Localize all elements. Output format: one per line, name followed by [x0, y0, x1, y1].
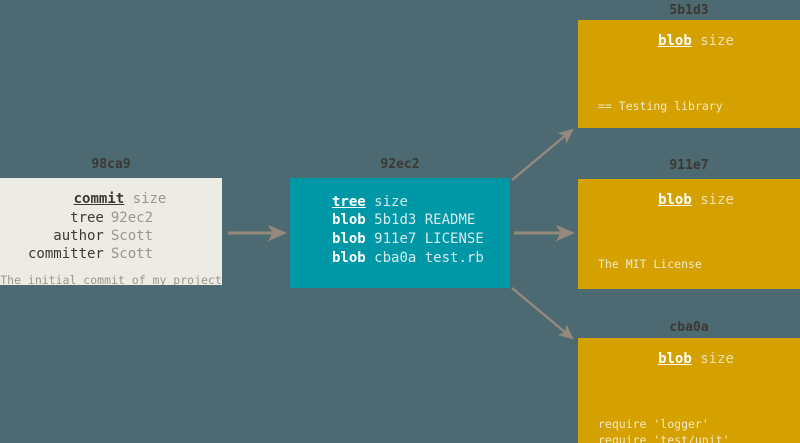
edge-tree-to-blob-test [511, 287, 574, 340]
commit-field-value: Scott [110, 246, 154, 262]
node-title-tree: 92ec2 [380, 157, 420, 172]
blob-test-paragraph: require 'logger' require 'test/unit' [598, 417, 730, 443]
node-title-commit: 98ca9 [91, 157, 131, 172]
tree-header: tree size [290, 193, 510, 211]
blob-test-header: blob size [578, 350, 800, 368]
node-title-blob-license: 911e7 [669, 158, 709, 173]
node-blob-readme: blob size == Testing library This librar… [578, 20, 800, 128]
commit-field-row: tree 92ec2 [28, 209, 153, 227]
commit-message: The initial commit of my project [0, 273, 222, 285]
tree-entry: blob 911e7 LICENSE [332, 230, 510, 249]
commit-fields-body: tree 92ec2 author Scott committer Scott [28, 209, 153, 263]
tree-entry-hash: 5b1d3 [374, 212, 417, 228]
blob-readme-body: == Testing library This library is used … [578, 66, 800, 128]
commit-fields-table: tree 92ec2 author Scott committer Scott [28, 209, 153, 263]
blob-license-header: blob size [578, 191, 800, 209]
commit-field-row: author Scott [28, 227, 153, 245]
blob-readme-keyword: blob [658, 33, 692, 49]
commit-field-value: Scott [110, 228, 154, 244]
node-title-blob-readme: 5b1d3 [669, 3, 709, 18]
blob-license-body: The MIT License Copyright (c) 2008 Scott… [578, 224, 800, 289]
tree-size-label: size [374, 194, 408, 210]
tree-entry-name: LICENSE [424, 231, 484, 247]
tree-entry-hash: cba0a [374, 250, 417, 266]
node-title-blob-test: cba0a [669, 320, 709, 335]
tree-entry-name: test.rb [424, 250, 484, 266]
commit-keyword: commit [73, 191, 125, 207]
tree-entry: blob cba0a test.rb [332, 249, 510, 268]
blob-test-size-label: size [700, 351, 734, 367]
tree-entry-type: blob [332, 250, 366, 266]
node-blob-license: blob size The MIT License Copyright (c) … [578, 179, 800, 289]
blob-readme-header: blob size [578, 32, 800, 50]
commit-field-key: committer [28, 246, 104, 262]
blob-readme-size-label: size [700, 33, 734, 49]
tree-entry-type: blob [332, 212, 366, 228]
edge-tree-to-blob-readme [511, 128, 574, 181]
tree-keyword: tree [332, 194, 366, 210]
blob-license-size-label: size [700, 192, 734, 208]
commit-field-value: 92ec2 [110, 210, 154, 226]
blob-readme-paragraph: == Testing library [598, 99, 723, 113]
node-commit: commit size tree 92ec2 author Scott comm… [0, 178, 222, 285]
tree-entry-list: blob 5b1d3 README blob 911e7 LICENSE blo… [290, 211, 510, 268]
tree-entry: blob 5b1d3 README [332, 211, 510, 230]
tree-entry-name: README [424, 212, 476, 228]
commit-field-key: author [53, 228, 104, 244]
blob-test-body: require 'logger' require 'test/unit' cla… [578, 384, 800, 443]
node-tree: tree size blob 5b1d3 README blob 911e7 L… [290, 178, 510, 288]
commit-field-row: committer Scott [28, 245, 153, 263]
commit-header: commit size [0, 190, 222, 208]
blob-test-keyword: blob [658, 351, 692, 367]
tree-entry-hash: 911e7 [374, 231, 417, 247]
commit-field-key: tree [70, 210, 104, 226]
blob-license-keyword: blob [658, 192, 692, 208]
blob-license-paragraph: The MIT License [598, 257, 702, 271]
tree-entry-type: blob [332, 231, 366, 247]
commit-size-label: size [132, 191, 167, 207]
node-blob-test: blob size require 'logger' require 'test… [578, 338, 800, 443]
